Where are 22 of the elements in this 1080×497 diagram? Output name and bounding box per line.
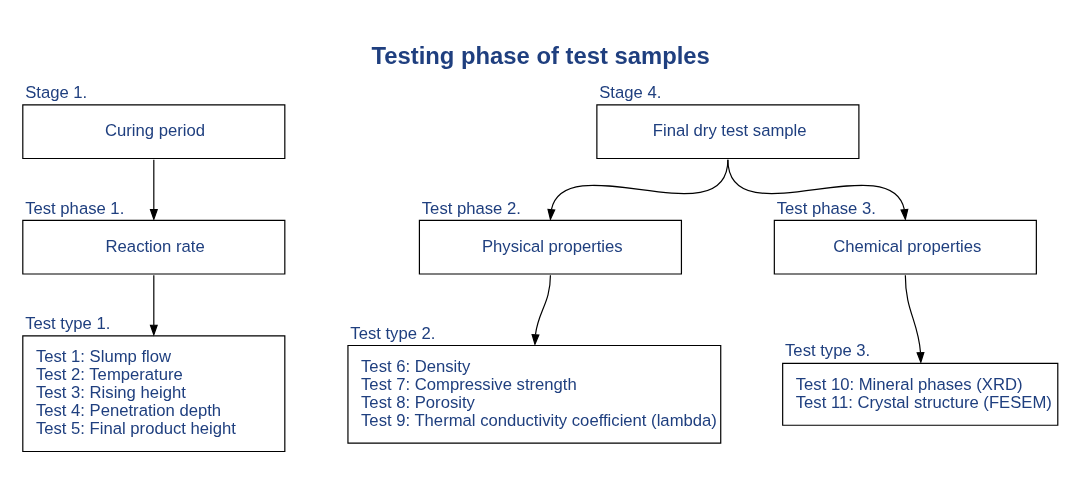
arrow [149, 158, 158, 221]
node-box: Physical properties [418, 219, 683, 275]
arrow [531, 274, 551, 346]
node-box: Test 6: Density Test 7: Compressive strength Test 8: Porosity Test 9: Thermal conductivity coefficient (lambda) [347, 344, 722, 444]
node-box: Chemical properties [773, 219, 1037, 275]
node-box: Test 10: Mineral phases (XRD) Test 11: Crystal structure (FESEM) [782, 362, 1059, 426]
node-box: Final dry test sample [596, 103, 860, 159]
arrow [149, 274, 158, 337]
node-label: Stage 4. [599, 82, 662, 102]
node-label: Test type 1. [25, 313, 111, 333]
node-box: Curing period [22, 103, 286, 159]
node-label: Test phase 2. [421, 198, 521, 218]
diagram-title: Testing phase of test samples [371, 41, 710, 69]
node-box: Reaction rate [22, 219, 286, 275]
node-label: Test phase 3. [776, 198, 876, 218]
node-label: Stage 1. [25, 82, 88, 102]
node-label: Test phase 1. [25, 198, 125, 218]
node-box: Test 1: Slump flow Test 2: Temperature Test 3: Rising height Test 4: Penetration depth Test 5: Final product height [22, 334, 286, 452]
node-label: Test type 3. [785, 340, 871, 360]
arrow [904, 274, 925, 364]
node-label: Test type 2. [350, 323, 436, 343]
arrow [727, 158, 909, 221]
